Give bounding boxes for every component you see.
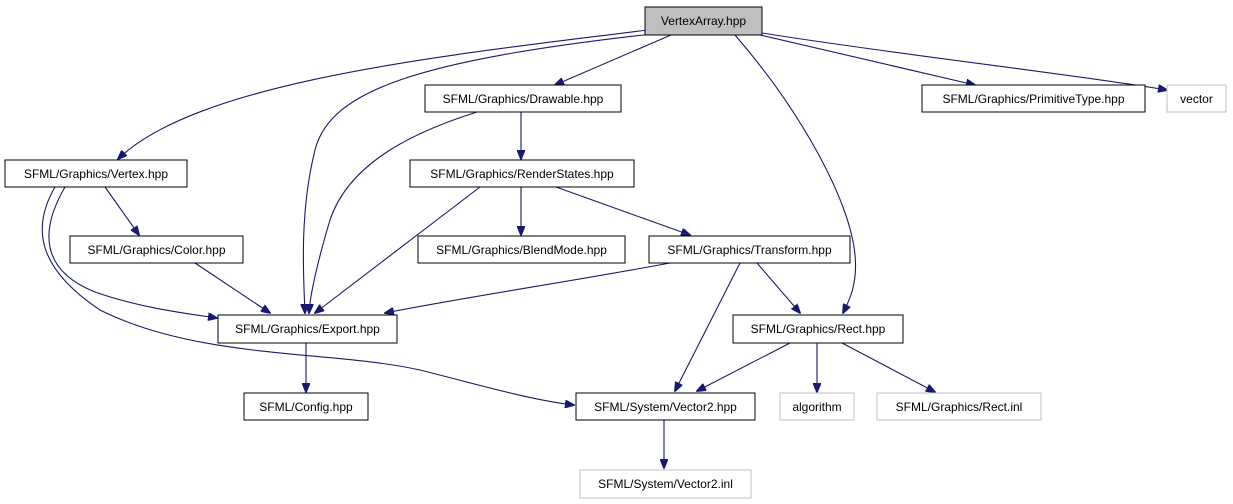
node-label: SFML/Graphics/Export.hpp	[235, 322, 380, 336]
node-label: SFML/Graphics/Drawable.hpp	[443, 92, 604, 106]
node-box	[69, 235, 244, 264]
node-label: SFML/Graphics/Rect.hpp	[751, 322, 886, 336]
node-box	[417, 235, 626, 264]
node-box	[779, 392, 855, 421]
edge-vertexarray-primitivetype	[759, 34, 975, 85]
node-vertex[interactable]: SFML/Graphics/Vertex.hpp	[4, 159, 188, 188]
edge-vertex-export	[48, 186, 217, 318]
node-label: algorithm	[792, 400, 841, 414]
node-label: SFML/Graphics/Rect.inl	[896, 400, 1023, 414]
edge-renderstates-transform	[555, 186, 690, 235]
node-label: SFML/Graphics/BlendMode.hpp	[436, 243, 607, 257]
node-algorithm[interactable]: algorithm	[779, 392, 855, 421]
node-label: VertexArray.hpp	[661, 14, 746, 28]
node-drawable[interactable]: SFML/Graphics/Drawable.hpp	[424, 84, 622, 113]
edge-color-export	[194, 262, 270, 313]
node-box	[644, 6, 763, 36]
node-box	[575, 392, 756, 421]
edge-rect-rectinl	[841, 342, 935, 392]
node-box	[876, 392, 1042, 421]
node-label: SFML/Config.hpp	[259, 400, 353, 414]
node-label: vector	[1180, 92, 1213, 106]
node-color[interactable]: SFML/Graphics/Color.hpp	[69, 235, 244, 264]
edges	[41, 29, 1167, 468]
edge-vertexarray-drawable	[555, 34, 672, 85]
edge-renderstates-export	[315, 186, 481, 313]
edge-vertexarray-rect	[734, 34, 857, 313]
edge-vertex-vector2	[41, 186, 574, 405]
node-rect[interactable]: SFML/Graphics/Rect.hpp	[732, 314, 904, 344]
node-box	[409, 159, 635, 188]
node-label: SFML/Graphics/Transform.hpp	[667, 243, 832, 257]
edge-drawable-export	[309, 111, 478, 313]
node-label: SFML/System/Vector2.inl	[598, 477, 733, 491]
node-box	[648, 235, 851, 264]
node-label: SFML/System/Vector2.hpp	[594, 400, 737, 414]
edge-transform-rect	[756, 262, 800, 313]
node-vector2inl[interactable]: SFML/System/Vector2.inl	[579, 469, 752, 499]
node-label: SFML/Graphics/RenderStates.hpp	[430, 167, 614, 181]
edge-vertexarray-export	[303, 33, 653, 313]
node-box	[217, 314, 398, 344]
node-config[interactable]: SFML/Config.hpp	[243, 392, 369, 421]
edge-transform-vector2	[675, 262, 741, 391]
edge-vertex-color	[104, 186, 139, 235]
node-primitivetype[interactable]: SFML/Graphics/PrimitiveType.hpp	[921, 84, 1146, 113]
node-vector2[interactable]: SFML/System/Vector2.hpp	[575, 392, 756, 421]
node-vertexarray[interactable]: VertexArray.hpp	[644, 6, 763, 36]
node-box	[579, 469, 752, 499]
node-box	[424, 84, 622, 113]
node-box	[921, 84, 1146, 113]
edge-vertexarray-vertex	[118, 29, 648, 159]
node-box	[1166, 84, 1227, 113]
node-box	[243, 392, 369, 421]
node-transform[interactable]: SFML/Graphics/Transform.hpp	[648, 235, 851, 264]
edge-vertexarray-vector	[761, 32, 1167, 90]
node-box	[4, 159, 188, 188]
edge-transform-export	[385, 262, 671, 313]
node-export[interactable]: SFML/Graphics/Export.hpp	[217, 314, 398, 344]
node-label: SFML/Graphics/PrimitiveType.hpp	[942, 92, 1124, 106]
node-rectinl[interactable]: SFML/Graphics/Rect.inl	[876, 392, 1042, 421]
edge-rect-vector2	[697, 342, 791, 391]
node-renderstates[interactable]: SFML/Graphics/RenderStates.hpp	[409, 159, 635, 188]
node-box	[732, 314, 904, 344]
node-vector[interactable]: vector	[1166, 84, 1227, 113]
node-label: SFML/Graphics/Vertex.hpp	[24, 167, 168, 181]
node-label: SFML/Graphics/Color.hpp	[87, 243, 225, 257]
node-blendmode[interactable]: SFML/Graphics/BlendMode.hpp	[417, 235, 626, 264]
